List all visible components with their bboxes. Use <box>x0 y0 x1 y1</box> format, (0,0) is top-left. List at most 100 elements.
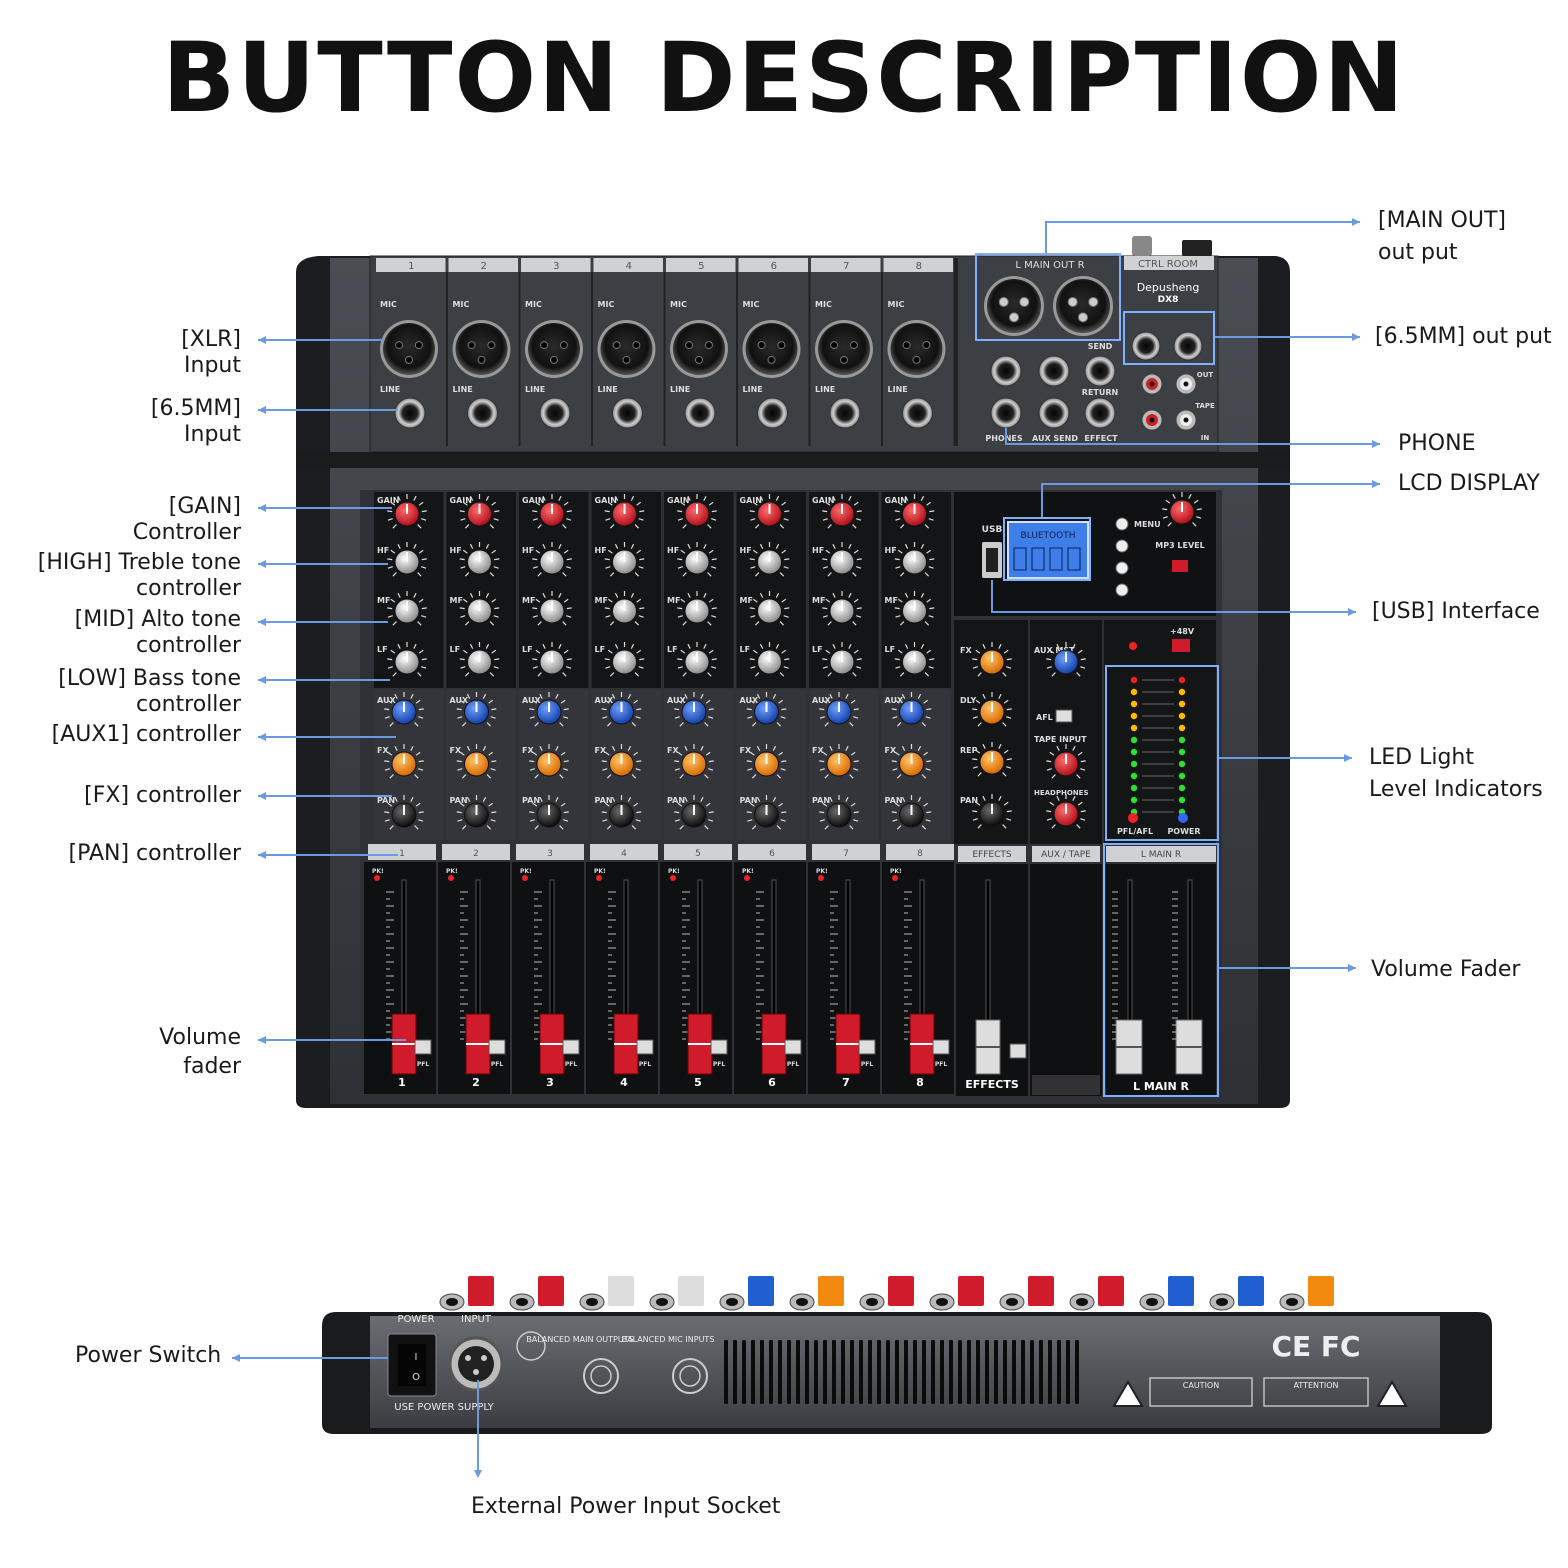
pan-knob-8[interactable] <box>891 795 932 830</box>
mp3-level-knob[interactable] <box>1162 492 1202 527</box>
line-input-6[interactable] <box>757 397 788 429</box>
rca-jack[interactable] <box>1175 409 1197 431</box>
rca-jack[interactable] <box>1175 373 1197 395</box>
mid-knob-8[interactable] <box>894 591 935 626</box>
pan-knob-1[interactable] <box>384 795 424 830</box>
high-knob-3[interactable] <box>532 542 572 577</box>
main-fader-l[interactable] <box>1115 1019 1143 1075</box>
ctrl-room-r-jack[interactable] <box>1173 331 1203 361</box>
high-knob-6[interactable] <box>749 542 790 577</box>
low-knob-1[interactable] <box>387 642 427 677</box>
aux-knob-5[interactable] <box>674 692 714 727</box>
xlr-input-1[interactable] <box>380 320 438 378</box>
mid-knob-7[interactable] <box>822 591 862 626</box>
mp3-button-0[interactable] <box>1115 517 1129 531</box>
low-knob-4[interactable] <box>604 642 645 677</box>
line-input-2[interactable] <box>467 397 498 429</box>
volume-fader-6[interactable] <box>761 1013 787 1075</box>
aux-knob-3[interactable] <box>529 692 569 727</box>
high-knob-4[interactable] <box>604 542 645 577</box>
pan-knob-2[interactable] <box>456 795 497 830</box>
aux-knob-1[interactable] <box>384 692 424 727</box>
low-knob-7[interactable] <box>822 642 862 677</box>
mid-knob-3[interactable] <box>532 591 572 626</box>
pfl-button-6[interactable] <box>784 1039 802 1055</box>
line-input-3[interactable] <box>539 397 571 429</box>
phones-jack[interactable] <box>990 397 1022 429</box>
fx-knob-3[interactable] <box>529 744 569 779</box>
line-input-4[interactable] <box>612 397 643 429</box>
effect-send-jack[interactable] <box>1084 355 1116 387</box>
pfl-button-4[interactable] <box>636 1039 654 1055</box>
xlr-input-8[interactable] <box>887 320 946 378</box>
gain-knob-7[interactable] <box>822 494 862 529</box>
headphones-knob[interactable] <box>1046 794 1086 829</box>
line-input-8[interactable] <box>902 397 933 429</box>
master-fx-knob[interactable] <box>972 642 1012 677</box>
aux-send-jack[interactable] <box>1038 397 1070 429</box>
low-knob-6[interactable] <box>749 642 790 677</box>
volume-fader-3[interactable] <box>539 1013 565 1075</box>
xlr-input-7[interactable] <box>815 320 873 378</box>
low-knob-5[interactable] <box>677 642 717 677</box>
gain-knob-6[interactable] <box>749 494 790 529</box>
pfl-button-2[interactable] <box>488 1039 506 1055</box>
low-knob-8[interactable] <box>894 642 935 677</box>
mid-knob-4[interactable] <box>604 591 645 626</box>
pan-knob-6[interactable] <box>746 795 787 830</box>
main-out-r-jack[interactable] <box>1038 355 1070 387</box>
pfl-button-8[interactable] <box>932 1039 950 1055</box>
mid-knob-2[interactable] <box>459 591 500 626</box>
master-pan-knob[interactable] <box>972 794 1012 829</box>
main-out-l-jack[interactable] <box>990 355 1022 387</box>
xlr-input-5[interactable] <box>670 320 728 378</box>
dly-knob[interactable] <box>972 692 1012 727</box>
gain-knob-3[interactable] <box>532 494 572 529</box>
aux-knob-4[interactable] <box>601 692 642 727</box>
main-fader-r[interactable] <box>1175 1019 1203 1075</box>
low-knob-3[interactable] <box>532 642 572 677</box>
volume-fader-4[interactable] <box>613 1013 639 1075</box>
pan-knob-7[interactable] <box>819 795 859 830</box>
volume-fader-8[interactable] <box>909 1013 935 1075</box>
mp3-button-3[interactable] <box>1115 583 1129 597</box>
pfl-button-7[interactable] <box>858 1039 876 1055</box>
xlr-input-4[interactable] <box>597 320 656 378</box>
mid-knob-1[interactable] <box>387 591 427 626</box>
gain-knob-1[interactable] <box>387 494 427 529</box>
gain-knob-5[interactable] <box>677 494 717 529</box>
high-knob-8[interactable] <box>894 542 935 577</box>
aux-master-knob[interactable] <box>1046 642 1086 677</box>
volume-fader-5[interactable] <box>687 1013 713 1075</box>
tape-input-knob[interactable] <box>1046 744 1086 779</box>
high-knob-7[interactable] <box>822 542 862 577</box>
rca-jack[interactable] <box>1141 373 1163 395</box>
fx-knob-6[interactable] <box>746 744 787 779</box>
line-input-1[interactable] <box>394 397 426 429</box>
pan-knob-5[interactable] <box>674 795 714 830</box>
fx-knob-5[interactable] <box>674 744 714 779</box>
mp3-button-1[interactable] <box>1115 539 1129 553</box>
pfl-button-3[interactable] <box>562 1039 580 1055</box>
aux-knob-2[interactable] <box>456 692 497 727</box>
line-input-5[interactable] <box>684 397 716 429</box>
pan-knob-4[interactable] <box>601 795 642 830</box>
line-input-7[interactable] <box>829 397 861 429</box>
mid-knob-5[interactable] <box>677 591 717 626</box>
effect-return-jack[interactable] <box>1084 397 1116 429</box>
rca-jack[interactable] <box>1141 409 1163 431</box>
fx-knob-2[interactable] <box>456 744 497 779</box>
gain-knob-8[interactable] <box>894 494 935 529</box>
volume-fader-7[interactable] <box>835 1013 861 1075</box>
pfl-button-1[interactable] <box>414 1039 432 1055</box>
pan-knob-3[interactable] <box>529 795 569 830</box>
high-knob-5[interactable] <box>677 542 717 577</box>
aux-knob-7[interactable] <box>819 692 859 727</box>
high-knob-1[interactable] <box>387 542 427 577</box>
xlr-input-3[interactable] <box>525 320 583 378</box>
volume-fader-2[interactable] <box>465 1013 491 1075</box>
volume-fader-1[interactable] <box>391 1013 417 1075</box>
usb-port[interactable] <box>982 542 1002 578</box>
fx-knob-4[interactable] <box>601 744 642 779</box>
xlr-input-6[interactable] <box>742 320 801 378</box>
